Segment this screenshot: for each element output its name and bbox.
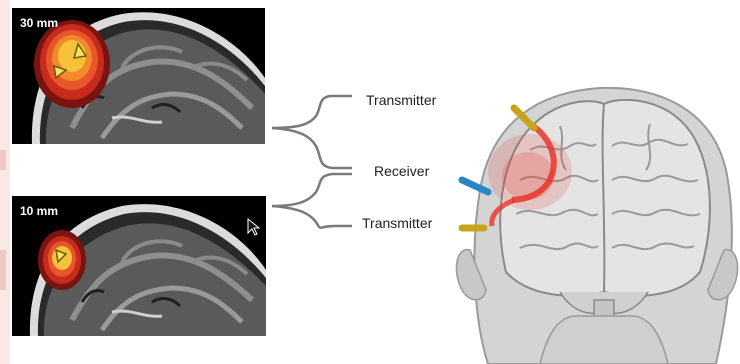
mouse-pointer-icon xyxy=(0,0,740,364)
